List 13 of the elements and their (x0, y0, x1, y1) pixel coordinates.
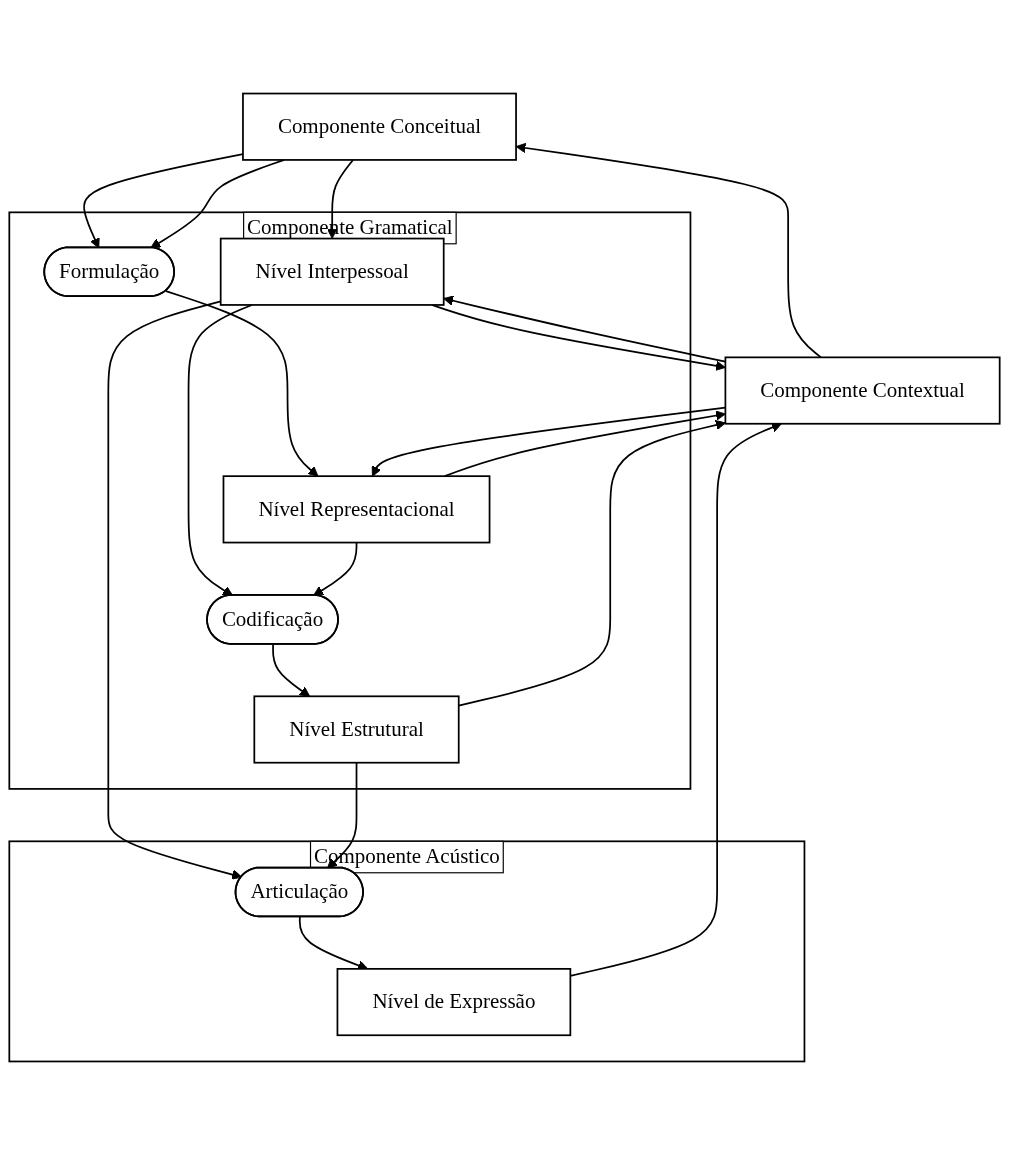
arrow (165, 290, 319, 477)
node-box: Nível Representacional (222, 475, 491, 544)
arrow (107, 300, 243, 880)
node-box: Nível de Expressão (336, 968, 572, 1037)
arrow (272, 643, 311, 697)
arrow (187, 304, 253, 596)
node-box: Nível Estrutural (253, 695, 460, 764)
arrow (327, 761, 358, 869)
arrow (313, 541, 358, 596)
node-box: Nível Interpessoal (219, 237, 445, 306)
node-box: Componente Conceitual (242, 92, 517, 161)
arrow (327, 159, 354, 239)
node-box: Componente Contextual (724, 356, 1001, 425)
